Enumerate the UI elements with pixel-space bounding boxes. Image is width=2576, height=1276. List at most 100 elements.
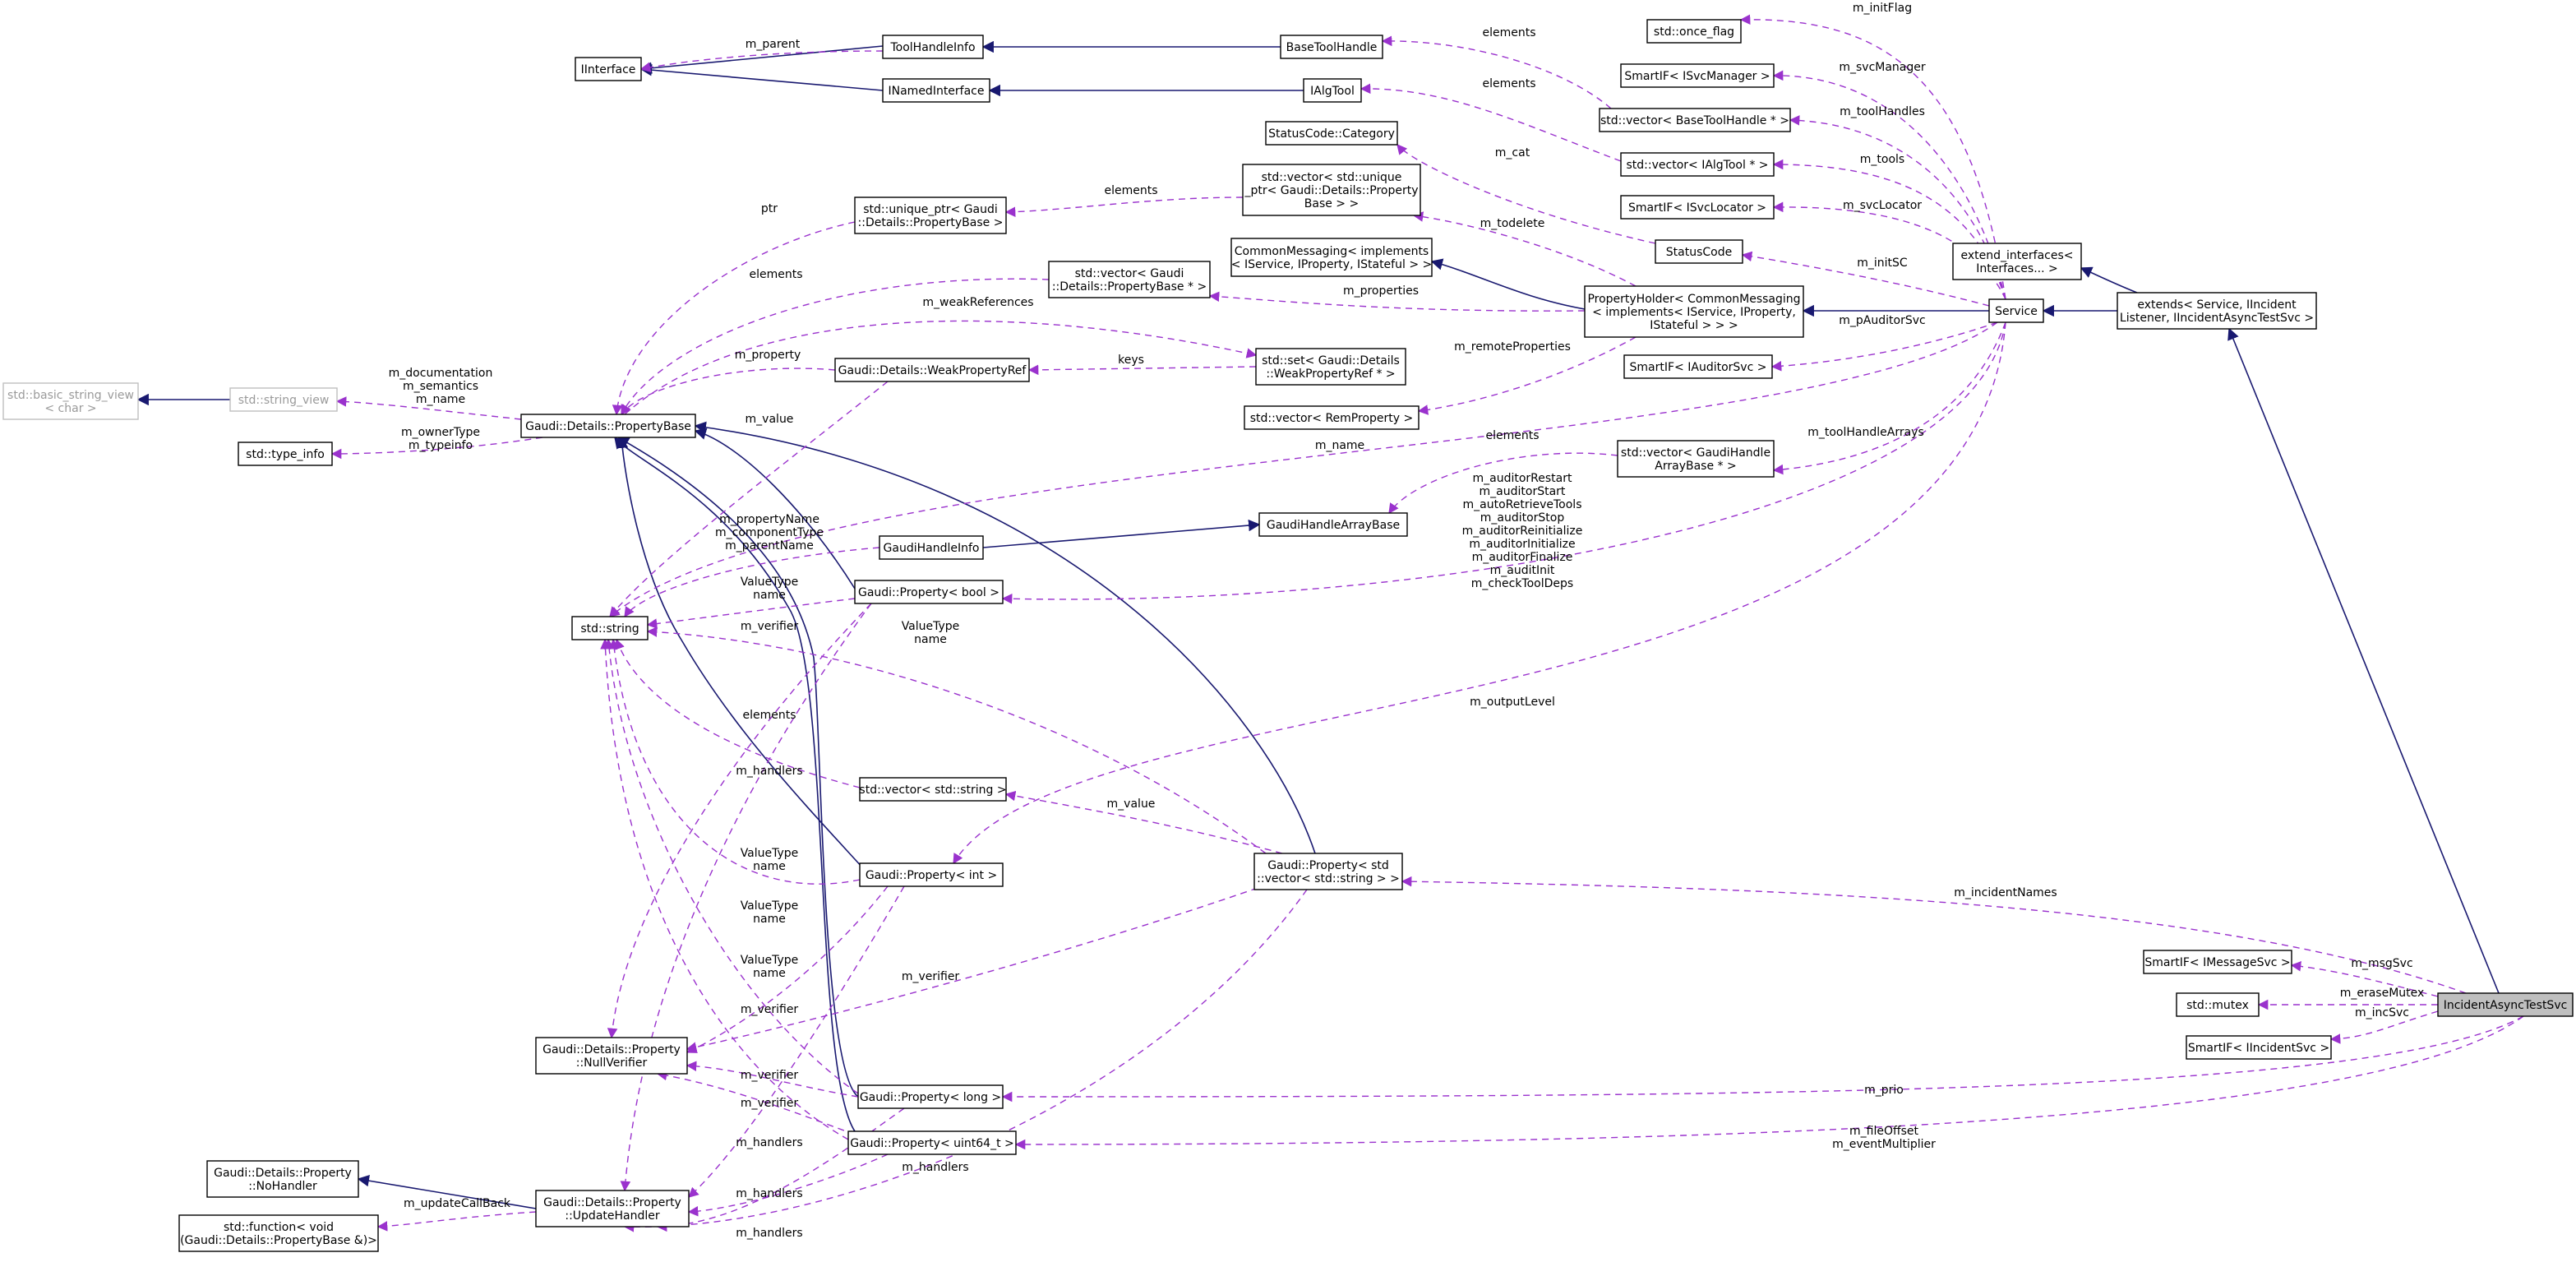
inheritance-edge-gaudihandleinfo-to-gaudihandlearraybase [982,519,1261,548]
edge-label-line: m_propertyName [719,513,819,526]
class-node-smartif_isvcmanager[interactable]: SmartIF< ISvcManager > [1620,63,1775,88]
class-node-label: std::vector< Gaudi::Details::PropertyBas… [1052,267,1207,294]
class-node-property_vec_string[interactable]: Gaudi::Property< std::vector< std::strin… [1253,853,1403,890]
edge-label-m_updatecallback: m_updateCallBack [404,1197,511,1210]
class-node-basic_string_view[interactable]: std::basic_string_view< char > [2,382,139,420]
class-node-commonmessaging[interactable]: CommonMessaging< implements< IService, I… [1230,238,1433,277]
class-node-string_view[interactable]: std::string_view [229,387,338,412]
class-node-once_flag[interactable]: std::once_flag [1646,19,1742,44]
edge-label-line: m_todelete [1480,217,1545,230]
class-node-property_uint64[interactable]: Gaudi::Property< uint64_t > [847,1130,1017,1155]
usage-edge-vec_unique_ptr_pb-to-unique_ptr_pb [1004,196,1244,217]
edge-label-line: m_verifier [741,620,799,633]
class-node-vec_string[interactable]: std::vector< std::string > [859,777,1007,802]
edge-label-line: m_initSC [1857,257,1908,270]
class-node-box [1258,512,1408,537]
class-node-box [1255,348,1406,386]
edge-label-elements_upb: elements [1104,184,1157,197]
class-node-label-line: Gaudi::Details::Property [214,1167,352,1180]
edge-label-line: m_svcManager [1839,61,1926,74]
class-node-ialgtool[interactable]: IAlgTool [1303,78,1362,103]
class-node-vec_ialgtool[interactable]: std::vector< IAlgTool * > [1620,152,1775,177]
edge-label-line: m_outputLevel [1470,696,1555,709]
class-node-label: IncidentAsyncTestSvc [2444,999,2568,1012]
class-node-box [1952,243,2082,280]
class-node-service[interactable]: Service [1988,298,2044,323]
class-node-inamedinterface[interactable]: INamedInterface [882,78,990,103]
class-node-toolhandleinfo[interactable]: ToolHandleInfo [882,35,984,59]
class-node-property_int[interactable]: Gaudi::Property< int > [859,862,1004,887]
class-node-box [1584,285,1804,338]
class-node-nullverifier[interactable]: Gaudi::Details::Property::NullVerifier [535,1037,688,1075]
class-node-weakpropertyref[interactable]: Gaudi::Details::WeakPropertyRef [834,358,1030,382]
class-node-nohandler[interactable]: Gaudi::Details::Property::NoHandler [206,1160,359,1198]
class-node-set_weakpropertyref[interactable]: std::set< Gaudi::Details::WeakPropertyRe… [1255,348,1406,386]
class-node-box [535,1190,690,1227]
class-node-std_function[interactable]: std::function< void(Gaudi::Details::Prop… [178,1214,379,1252]
class-node-box [238,442,333,466]
class-node-mutex[interactable]: std::mutex [2176,992,2260,1017]
edge-label-line: ValueType [741,576,799,589]
class-node-box [1599,108,1791,132]
class-node-label-line: ArrayBase * > [1655,460,1736,473]
class-node-label-line: INamedInterface [889,85,985,98]
edge-label-m_svclocator: m_svcLocator [1843,199,1922,212]
class-node-gaudihandleinfo[interactable]: GaudiHandleInfo [879,535,984,560]
class-node-label: std::vector< std::string > [859,784,1006,797]
class-node-string[interactable]: std::string [571,616,649,640]
class-node-label-line: ToolHandleInfo [889,41,975,54]
class-node-label-line: std::vector< IAlgTool * > [1627,159,1769,172]
class-node-gaudihandlearraybase[interactable]: GaudiHandleArrayBase [1258,512,1408,537]
class-node-property_bool[interactable]: Gaudi::Property< bool > [854,580,1004,604]
class-node-basetoolhandle[interactable]: BaseToolHandle [1280,35,1383,59]
class-node-box [1280,35,1383,59]
class-node-box [1242,164,1421,216]
class-node-type_info[interactable]: std::type_info [238,442,333,466]
class-node-smartif_iauditorsvc[interactable]: SmartIF< IAuditorSvc > [1623,354,1773,379]
class-node-vec_unique_ptr_pb[interactable]: std::vector< std::unique_ptr< Gaudi::Det… [1242,164,1421,216]
class-node-label-line: extend_interfaces< [1961,249,2074,262]
class-node-box [1230,238,1433,277]
class-node-vec_remproperty[interactable]: std::vector< RemProperty > [1244,405,1420,430]
edge-label-elements_ialg: elements [1482,77,1535,90]
usage-edge-service-to-property_int [953,321,2006,865]
class-node-smartif_imessagesvc[interactable]: SmartIF< IMessageSvc > [2143,950,2292,974]
class-node-propertyholder[interactable]: PropertyHolder< CommonMessaging< impleme… [1584,285,1804,338]
class-node-label: StatusCode::Category [1268,127,1395,141]
class-node-statuscode[interactable]: StatusCode [1655,239,1743,264]
class-node-smartif_isvclocator[interactable]: SmartIF< ISvcLocator > [1620,195,1775,220]
class-node-label: std::basic_string_view< char > [7,389,134,415]
class-node-label-line: SmartIF< ISvcManager > [1624,70,1770,83]
class-node-vec_pb_ptr[interactable]: std::vector< Gaudi::Details::PropertyBas… [1048,261,1211,298]
class-node-property_long[interactable]: Gaudi::Property< long > [857,1084,1004,1109]
inheritance-edge-property_uint64-to-propertybase [614,436,856,1132]
edge-label-line: m_pAuditorSvc [1839,314,1925,327]
class-node-label-line: IStateful > > > [1650,319,1738,332]
edge-label-m_prio: m_prio [1864,1084,1904,1097]
class-node-updatehandler[interactable]: Gaudi::Details::Property::UpdateHandler [535,1190,690,1227]
class-node-unique_ptr_pb[interactable]: std::unique_ptr< Gaudi::Details::Propert… [854,196,1007,234]
usage-edge-property_vec_string-to-string [646,626,1267,854]
class-node-label-line: std::vector< GaudiHandle [1621,446,1770,460]
class-node-label-line: < IService, IProperty, IStateful > > [1231,258,1432,271]
class-node-incidentasynctestsvc[interactable]: IncidentAsyncTestSvc [2437,992,2574,1017]
edge-label-line: ValueType [741,847,799,860]
class-node-smartif_iincidentsvc[interactable]: SmartIF< IIncidentSvc > [2186,1035,2332,1060]
class-node-iinterface[interactable]: IInterface [575,57,642,81]
class-node-label-line: std::string [580,622,639,636]
class-node-extend_interfaces[interactable]: extend_interfaces<Interfaces... > [1952,243,2082,280]
class-node-box [535,1037,688,1075]
edge-label-line: m_weakReferences [922,296,1033,309]
class-node-label: SmartIF< IAuditorSvc > [1630,361,1767,374]
usage-edge-incidentasynctestsvc-to-property_vec_string [1401,876,2467,994]
class-node-box [1617,440,1775,478]
class-node-vec_basetoolhandle[interactable]: std::vector< BaseToolHandle * > [1599,108,1791,132]
class-node-label: SmartIF< ISvcLocator > [1628,201,1766,215]
class-node-statuscode_category[interactable]: StatusCode::Category [1265,121,1398,146]
edge-label-m_pauditorsvc: m_pAuditorSvc [1839,314,1925,327]
class-node-propertybase[interactable]: Gaudi::Details::PropertyBase [520,414,696,438]
class-node-label-line: ::NullVerifier [576,1056,648,1070]
